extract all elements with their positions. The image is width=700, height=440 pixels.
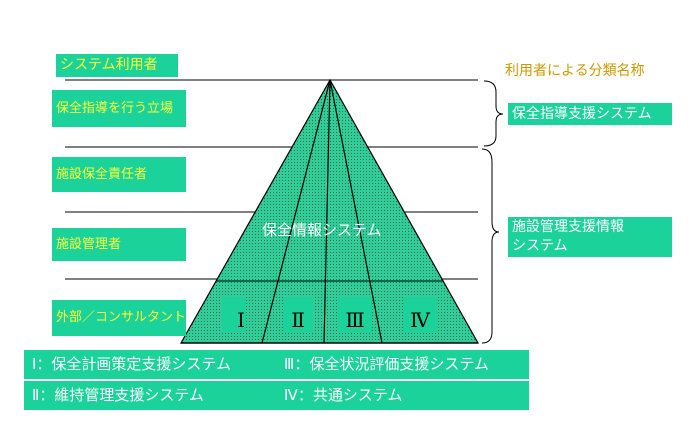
- legend-item-1: Ⅰ：保全計画策定支援システム: [32, 355, 231, 373]
- label-classification-header: 利用者による分類名称: [505, 63, 645, 79]
- pyramid-center-label: 保全情報システム: [262, 221, 382, 239]
- legend-item-2: Ⅱ：維持管理支援システム: [32, 386, 204, 404]
- label-facility-manager: 施設管理者: [52, 228, 186, 261]
- label-facility-mgmt-system: 施設管理支援情報 システム: [508, 217, 672, 257]
- brace-upper: [483, 80, 504, 147]
- subsystem-label-2: Ⅱ: [291, 308, 305, 332]
- legend-item-3: Ⅲ：保全状況評価支援システム: [284, 355, 489, 373]
- subsystem-label-4: Ⅳ: [410, 308, 431, 332]
- subsystem-label-3: Ⅲ: [345, 308, 364, 332]
- label-system-users: システム利用者: [56, 54, 178, 77]
- pyramid-ray-3: [329, 79, 383, 344]
- label-guidance-role: 保全指導を行う立場: [52, 90, 186, 127]
- subsystem-label-1: Ⅰ: [237, 308, 245, 332]
- label-external-consultant: 外部／コンサルタント: [52, 300, 186, 336]
- subsystem-box-1: [222, 297, 246, 332]
- pyramid-ray-1: [261, 79, 331, 344]
- brace-lower: [481, 148, 500, 344]
- label-facility-maint-officer: 施設保全責任者: [52, 157, 186, 192]
- subsystem-box-3: [338, 297, 372, 332]
- label-facility-mgmt-system-line2: システム: [512, 238, 568, 254]
- legend-row-1: Ⅰ：保全計画策定支援システム Ⅲ：保全状況評価支援システム: [24, 350, 529, 379]
- legend-item-4: Ⅳ：共通システム: [284, 386, 403, 404]
- label-maint-guidance-system: 保全指導支援システム: [508, 103, 672, 125]
- subsystem-box-2: [283, 297, 313, 332]
- legend-row-2: Ⅱ：維持管理支援システム Ⅳ：共通システム: [24, 381, 529, 410]
- pyramid-ray-2: [323, 79, 331, 344]
- label-facility-mgmt-system-line1: 施設管理支援情報: [512, 219, 624, 235]
- subsystem-box-4: [403, 297, 437, 332]
